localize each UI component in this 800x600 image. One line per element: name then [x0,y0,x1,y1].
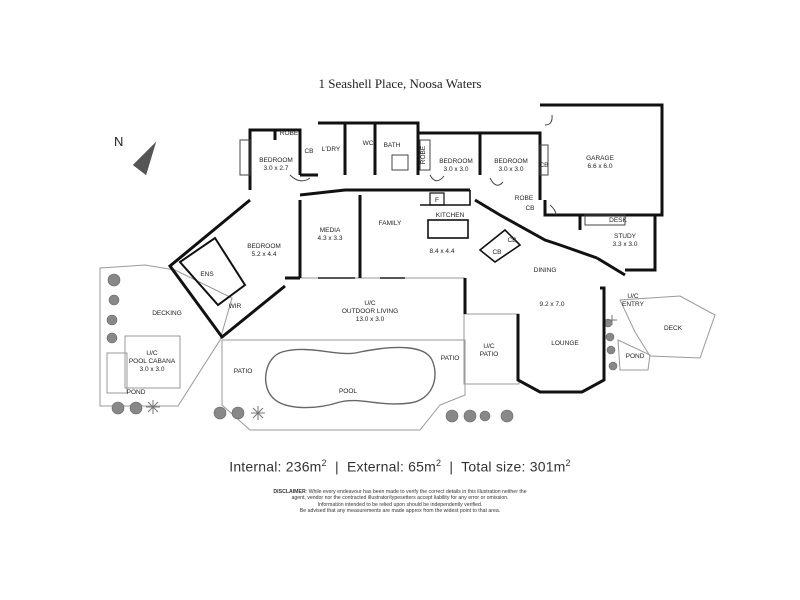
study-size: 3.3 x 3.0 [613,241,638,248]
bedroom2-size: 3.0 x 2.7 [264,165,289,172]
entry-label-1: U/C [627,293,639,300]
internal-value: 236m [285,458,322,475]
cabana-size: 3.0 x 3.0 [140,366,165,373]
disclaimer-line3: Information intended to be relied upon s… [317,501,483,508]
disclaimer-heading: DISCLAIMER [273,489,306,495]
area-separator: | [334,458,339,475]
master-bedroom-size: 5.2 x 4.4 [252,251,277,258]
pond-left-label: POND [127,389,146,396]
deck-right-label: DECK [664,325,683,332]
cb-right-label: CB [525,205,534,212]
outdoor-size: 13.0 x 3.0 [356,316,385,323]
patio-outline [221,339,466,431]
bedroom4-size: 3.0 x 3.0 [499,166,524,173]
bath-label: BATH [384,142,401,149]
total-label: Total size: [461,458,526,475]
area-summary: Internal: 236m2 | External: 65m2 | Total… [229,458,571,475]
lounge-label: LOUNGE [551,340,579,347]
master-bedroom-label: BEDROOM [247,243,281,250]
wc-label: WC [363,140,374,147]
garden-plants [106,273,618,423]
cb-kitchen1-label: CB [507,237,516,244]
desk-label: DESK [609,217,627,224]
cb-left-label: CB [304,148,313,155]
pond-right-outline [617,339,651,371]
disclaimer-line4: Be advised that any measurements are mad… [299,508,501,515]
decking-label: DECKING [152,310,182,317]
bedroom4-label: BEDROOM [494,158,528,165]
robe-left-label: ROBE [280,130,299,137]
pool-cabana-outline [124,335,181,389]
internal-label: Internal: [229,458,282,475]
bedroom3-size: 3.0 x 3.0 [444,166,469,173]
bedroom2-label: BEDROOM [259,157,293,164]
media-size: 4.3 x 3.3 [318,235,343,242]
media-label: MEDIA [320,227,341,234]
disclaimer: DISCLAIMER: While every endeavour has be… [250,489,550,515]
garage-size: 6.6 x 6.0 [588,163,613,170]
total-value: 301m [529,458,566,475]
dining-size: 9.2 x 7.0 [540,301,565,308]
laundry-label: L'DRY [322,146,341,153]
entry-label-2: ENTRY [622,301,645,308]
uc-patio-label-1: U/C [483,343,495,350]
uc-patio-label-2: PATIO [480,351,499,358]
kitchen-size: 8.4 x 4.4 [430,248,455,255]
property-title: 1 Seashell Place, Noosa Waters [318,76,482,91]
deck-right-outline [619,295,716,359]
cabana-label-2: POOL CABANA [129,358,176,365]
pool-label: POOL [339,388,357,395]
cabana-label-1: U/C [146,350,158,357]
garage-label: GARAGE [586,155,614,162]
compass-label: N [114,134,123,149]
disclaimer-line2: agent, vendor nor the contracted illustr… [291,495,509,502]
disclaimer-line1: : While every endeavour has been made to… [305,489,527,495]
outdoor-label-1: U/C [364,300,376,307]
fridge-label: F [435,197,439,204]
outdoor-label-2: OUTDOOR LIVING [342,308,398,315]
robe-mid-label: ROBE [420,145,427,164]
ensuite-label: ENS [200,271,214,278]
pool-outline [265,346,436,409]
study-label: STUDY [614,233,637,240]
patio-left-label: PATIO [234,368,253,375]
wir-label: WIR [229,303,242,310]
external-value: 65m [408,458,436,475]
dining-label: DINING [534,267,557,274]
pond-right-label: POND [626,353,645,360]
bedroom3-label: BEDROOM [439,158,473,165]
external-label: External: [346,458,405,475]
kitchen-label: KITCHEN [436,212,465,219]
area-separator: | [449,458,454,475]
cb-kitchen2-label: CB [492,249,501,256]
cb-garage-label: CB [539,162,548,169]
patio-mid-label: PATIO [441,355,460,362]
robe-right-label: ROBE [515,195,534,202]
pond-left-outline [106,352,128,394]
family-label: FAMILY [379,220,402,227]
north-arrow-icon [133,142,156,175]
